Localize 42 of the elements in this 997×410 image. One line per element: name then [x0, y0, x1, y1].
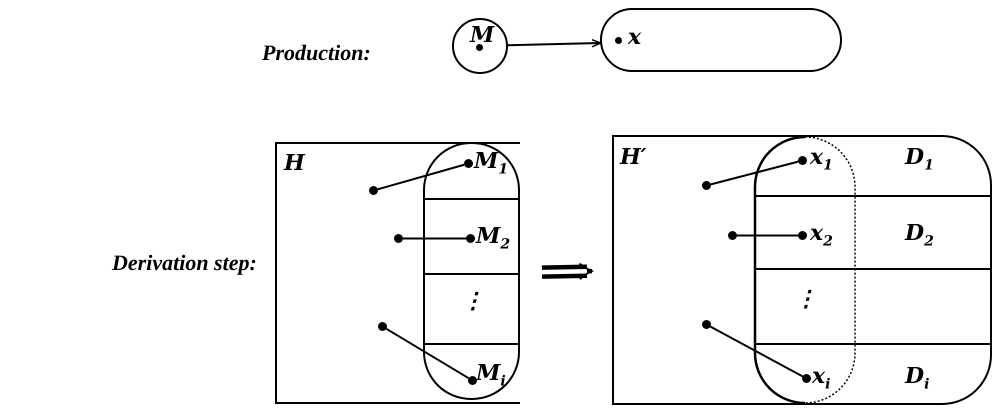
node-label: D$_{i}$ [905, 365, 930, 392]
hyperedge-band [600, 8, 842, 72]
connector-line [737, 234, 798, 236]
node-label: x [628, 26, 642, 48]
node-label: D$_{1}$ [905, 146, 934, 172]
ellipsis-mark: ⋮ [462, 290, 484, 312]
node-label: M [470, 24, 494, 46]
row-caption: Production: [262, 40, 371, 66]
vertex-dot [466, 234, 475, 243]
vertex-dot [798, 156, 807, 165]
vertex-dot [468, 376, 477, 385]
node-label: M$_{1}$ [474, 150, 508, 176]
graph-box [275, 142, 520, 404]
vertex-dot [728, 231, 737, 240]
connector-line [378, 164, 464, 190]
connector-line [403, 238, 466, 240]
arrow [540, 262, 594, 280]
vertex-dot [394, 234, 403, 243]
node-label: x$_{i}$ [812, 365, 830, 392]
vertex-dot [702, 181, 711, 190]
vertex-dot [702, 320, 711, 329]
vertex-dot [378, 322, 387, 331]
hyperedge-band [423, 142, 520, 400]
graph-box [612, 135, 992, 405]
vertex-dot [464, 159, 473, 168]
ellipsis-mark: ⋮ [795, 288, 817, 310]
node-label: D$_{2}$ [905, 222, 934, 248]
connector-line [710, 326, 804, 378]
connector-line [710, 160, 798, 186]
node-label: x$_{1}$ [810, 146, 833, 172]
vertex-dot [369, 186, 378, 195]
node-label: M$_{i}$ [476, 362, 506, 388]
node-label: H [284, 152, 305, 174]
node-label: x$_{2}$ [810, 222, 833, 248]
connector-line [386, 328, 470, 380]
node-label: H′ [620, 146, 647, 168]
node-circle [452, 18, 508, 74]
vertex-dot [802, 374, 811, 383]
vertex-dot [798, 231, 807, 240]
arrow [508, 38, 602, 48]
row-caption: Derivation step: [112, 250, 257, 276]
node-label: M$_{2}$ [476, 225, 510, 252]
